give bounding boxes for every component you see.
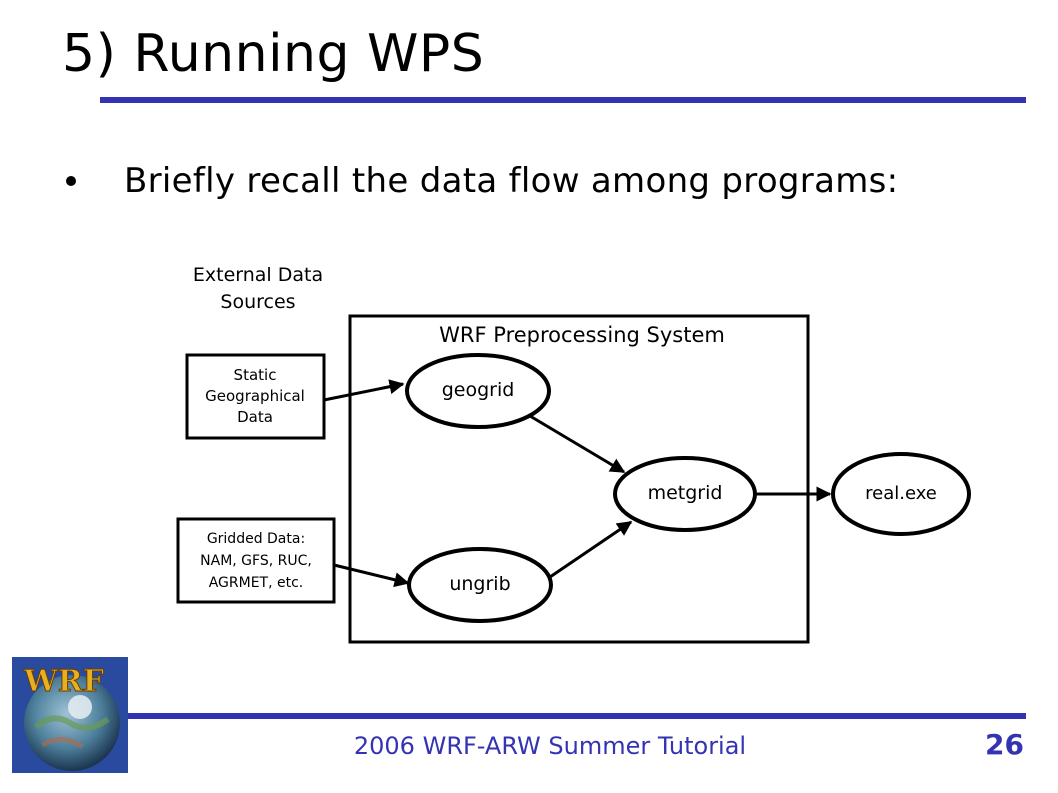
title-divider <box>100 97 1026 103</box>
gridded-data-line1: Gridded Data: <box>207 531 305 547</box>
bullet-dot-icon <box>66 176 76 186</box>
external-sources-label-line2: Sources <box>220 291 295 313</box>
arrow-gridded-to-ungrib <box>333 563 410 588</box>
static-data-box <box>185 353 326 440</box>
external-sources-label-line1: External Data <box>193 264 323 286</box>
static-data-line1: Static <box>234 366 277 384</box>
wrf-logo: WRF <box>12 657 128 773</box>
geogrid-node <box>405 353 551 429</box>
geogrid-label: geogrid <box>442 379 515 401</box>
gridded-data-line2: NAM, GFS, RUC, <box>200 553 312 569</box>
real-exe-label: real.exe <box>865 483 937 504</box>
slide-title: 5) Running WPS <box>62 24 485 84</box>
arrow-ungrib-to-metgrid <box>549 520 633 579</box>
ungrib-label: ungrib <box>449 573 510 595</box>
arrow-geogrid-to-metgrid <box>529 414 626 474</box>
static-data-line2: Geographical <box>205 387 305 405</box>
wps-container <box>348 314 810 644</box>
real-exe-node <box>831 452 971 536</box>
bullet-text: Briefly recall the data flow among progr… <box>124 161 899 201</box>
static-data-line3: Data <box>237 408 273 426</box>
gridded-data-box <box>176 517 336 604</box>
bullet-item: Briefly recall the data flow among progr… <box>66 156 898 206</box>
wps-label: WRF Preprocessing System <box>439 323 725 347</box>
page-number: 26 <box>985 728 1024 761</box>
metgrid-label: metgrid <box>648 482 723 504</box>
wrf-logo-text: WRF <box>23 664 104 699</box>
arrow-static-to-geogrid <box>323 379 405 402</box>
gridded-data-line3: AGRMET, etc. <box>209 575 304 591</box>
footer-text: 2006 WRF-ARW Summer Tutorial <box>353 732 747 760</box>
footer-divider <box>128 713 1026 719</box>
